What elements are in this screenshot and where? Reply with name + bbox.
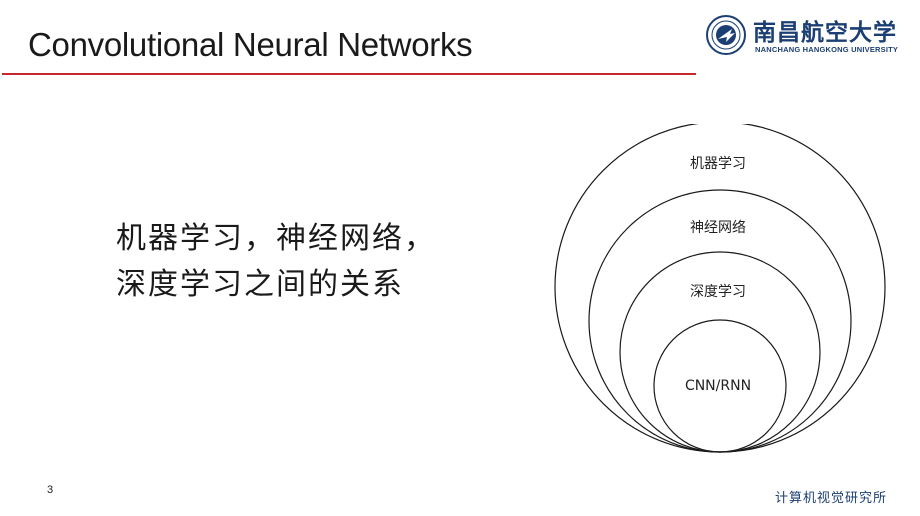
university-logo: 南昌航空大学 NANCHANG HANGKONG UNIVERSITY <box>703 10 913 60</box>
label-cnn-rnn: CNN/RNN <box>685 378 751 394</box>
main-text-line-1: 机器学习，神经网络， <box>116 221 436 256</box>
page-number: 3 <box>47 484 54 496</box>
title-underline <box>2 73 696 75</box>
label-deep-learning: 深度学习 <box>690 284 746 300</box>
university-english-name: NANCHANG HANGKONG UNIVERSITY <box>755 45 899 54</box>
main-text-line-2: 深度学习之间的关系 <box>116 267 404 302</box>
university-name: 南昌航空大学 <box>753 19 897 46</box>
main-text: 机器学习，神经网络， 深度学习之间的关系 <box>116 216 436 308</box>
circle-cnn-rnn <box>653 319 787 453</box>
university-seal-icon <box>706 15 746 55</box>
slide-title: Convolutional Neural Networks <box>28 26 473 63</box>
footer-lab-name: 计算机视觉研究所 <box>775 491 888 506</box>
circle-deep-learning <box>619 251 821 453</box>
label-neural-networks: 神经网络 <box>690 220 746 236</box>
label-machine-learning: 机器学习 <box>690 156 746 172</box>
nested-circles-diagram: 机器学习 神经网络 深度学习 CNN/RNN <box>554 124 886 453</box>
